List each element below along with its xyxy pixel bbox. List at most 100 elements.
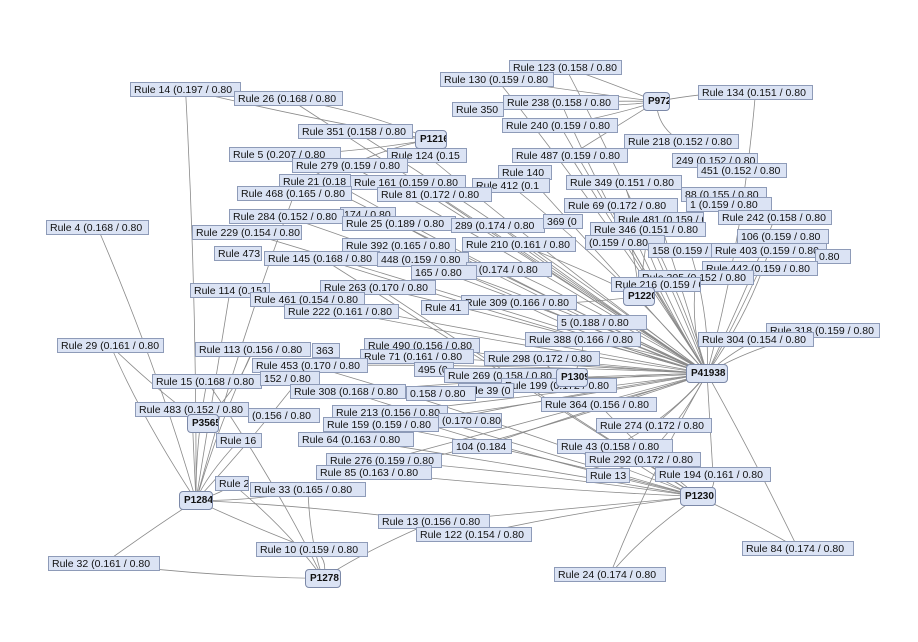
- rule-node-242[interactable]: Rule 242 (0.158 / 0.80: [718, 210, 832, 225]
- rule-node-7[interactable]: 7 (0.174 / 0.80: [466, 262, 552, 277]
- rule-node-69[interactable]: Rule 69 (0.172 / 0.80: [564, 198, 678, 213]
- rule-node-229[interactable]: Rule 229 (0.154 / 0.80: [192, 225, 302, 240]
- edge-r4-to-p1284: [97, 227, 198, 502]
- rule-node-263[interactable]: Rule 263 (0.170 / 0.80: [320, 280, 436, 295]
- rule-node-363[interactable]: 363: [312, 343, 340, 358]
- rule-node-298[interactable]: Rule 298 (0.172 / 0.80: [484, 351, 600, 366]
- rule-node-140[interactable]: Rule 140: [498, 165, 552, 180]
- rule-node-152[interactable]: 152 / 0.80: [260, 371, 320, 386]
- rule-node-388[interactable]: Rule 388 (0.166 / 0.80: [525, 332, 641, 347]
- rule-node-292[interactable]: Rule 292 (0.172 / 0.80: [585, 452, 701, 467]
- rule-node-85[interactable]: Rule 85 (0.163 / 0.80: [316, 465, 432, 480]
- edge-r114-to-p1284: [194, 290, 231, 502]
- rule-node-64[interactable]: Rule 64 (0.163 / 0.80: [298, 432, 414, 447]
- rule-node-473[interactable]: Rule 473: [214, 246, 262, 261]
- rule-node-274[interactable]: Rule 274 (0.172 / 0.80: [596, 418, 712, 433]
- rule-node-448[interactable]: 448 (0.159 / 0.80: [377, 252, 469, 267]
- rule-node-10[interactable]: Rule 10 (0.159 / 0.80: [256, 542, 368, 557]
- rule-node-159a[interactable]: (0.159 / 0.80: [585, 235, 665, 250]
- rule-node-240[interactable]: Rule 240 (0.159 / 0.80: [502, 118, 618, 133]
- rule-node-24[interactable]: Rule 24 (0.174 / 0.80: [554, 567, 666, 582]
- rule-node-71[interactable]: Rule 71 (0.161 / 0.80: [360, 349, 474, 364]
- rule-node-14[interactable]: Rule 14 (0.197 / 0.80: [130, 82, 241, 97]
- rule-node-170[interactable]: (0.170 / 0.80: [438, 413, 502, 428]
- target-node-p1309[interactable]: P1309: [556, 368, 588, 387]
- rule-node-29[interactable]: Rule 29 (0.161 / 0.80: [57, 338, 164, 353]
- rule-node-104[interactable]: 104 (0.184: [452, 439, 512, 454]
- edge-r2-to-p1278: [231, 483, 324, 579]
- edge-r84-to-p41938: [706, 373, 799, 549]
- rule-node-468[interactable]: Rule 468 (0.165 / 0.80: [237, 186, 352, 201]
- rule-node-483[interactable]: Rule 483 (0.152 / 0.80: [135, 402, 249, 417]
- rule-node-276[interactable]: Rule 276 (0.159 / 0.80: [326, 453, 442, 468]
- rule-node-194[interactable]: Rule 194 (0.161 / 0.80: [655, 467, 771, 482]
- rule-node-238[interactable]: Rule 238 (0.158 / 0.80: [503, 95, 619, 110]
- rule-node-2[interactable]: Rule 2: [215, 476, 249, 491]
- rule-node-403[interactable]: Rule 403 (0.159 / 0.80: [711, 243, 827, 258]
- rule-node-349[interactable]: Rule 349 (0.151 / 0.80: [566, 175, 682, 190]
- rule-node-080[interactable]: 0.80: [815, 249, 851, 264]
- rule-node-113[interactable]: Rule 113 (0.156 / 0.80: [195, 342, 311, 357]
- rule-node-309[interactable]: Rule 309 (0.166 / 0.80: [461, 295, 577, 310]
- rule-node-41[interactable]: Rule 41: [421, 300, 469, 315]
- rule-node-33[interactable]: Rule 33 (0.165 / 0.80: [250, 482, 366, 497]
- rule-node-5b[interactable]: 5 (0.188 / 0.80: [557, 315, 647, 330]
- rule-node-26[interactable]: Rule 26 (0.168 / 0.80: [234, 91, 343, 106]
- rule-node-13[interactable]: Rule 13 (0.156 / 0.80: [378, 514, 490, 529]
- rule-node-210[interactable]: Rule 210 (0.161 / 0.80: [462, 237, 576, 252]
- rule-node-84[interactable]: Rule 84 (0.174 / 0.80: [742, 541, 854, 556]
- rule-node-364[interactable]: Rule 364 (0.156 / 0.80: [541, 397, 657, 412]
- rule-node-350[interactable]: Rule 350: [452, 102, 504, 117]
- edge-r33-to-p1278: [307, 489, 324, 580]
- rule-node-284[interactable]: Rule 284 (0.152 / 0.80: [229, 209, 344, 224]
- rule-node-222[interactable]: Rule 222 (0.161 / 0.80: [284, 304, 399, 319]
- rule-node-81[interactable]: Rule 81 (0.172 / 0.80: [377, 187, 492, 202]
- edge-r284-to-p41938: [286, 216, 708, 375]
- rule-node-218[interactable]: Rule 218 (0.152 / 0.80: [624, 134, 739, 149]
- rule-node-16[interactable]: Rule 16: [216, 433, 262, 448]
- rule-node-158b[interactable]: 0.158 / 0.80: [406, 386, 476, 401]
- rule-node-392[interactable]: Rule 392 (0.165 / 0.80: [342, 238, 456, 253]
- rule-node-25[interactable]: Rule 25 (0.189 / 0.80: [342, 216, 456, 231]
- target-node-p972[interactable]: P972: [643, 92, 670, 111]
- rule-node-161[interactable]: Rule 161 (0.159 / 0.80: [350, 175, 466, 190]
- edge-r442-to-p41938: [706, 268, 761, 374]
- rule-node-4[interactable]: Rule 4 (0.168 / 0.80: [46, 220, 149, 235]
- rule-node-289[interactable]: 289 (0.174 / 0.80: [451, 218, 545, 233]
- rule-node-351[interactable]: Rule 351 (0.158 / 0.80: [298, 124, 413, 139]
- rule-node-122[interactable]: Rule 122 (0.154 / 0.80: [416, 527, 532, 542]
- target-node-p3565[interactable]: P3565: [187, 414, 219, 433]
- target-node-p1284[interactable]: P1284: [179, 491, 213, 510]
- rule-node-106[interactable]: 106 (0.159 / 0.80: [737, 229, 829, 244]
- target-node-p41938[interactable]: P41938: [686, 364, 728, 383]
- edge-r453-to-p1230: [309, 365, 699, 498]
- edge-r24-to-p1230: [609, 496, 699, 575]
- rule-node-156[interactable]: (0.156 / 0.80: [248, 408, 320, 423]
- rule-node-308[interactable]: Rule 308 (0.168 / 0.80: [290, 384, 406, 399]
- rule-node-123[interactable]: Rule 123 (0.158 / 0.80: [509, 60, 622, 75]
- rule-node-134[interactable]: Rule 134 (0.151 / 0.80: [698, 85, 813, 100]
- rule-node-304[interactable]: Rule 304 (0.154 / 0.80: [698, 332, 814, 347]
- rule-node-43[interactable]: Rule 43 (0.158 / 0.80: [557, 439, 673, 454]
- rule-node-369[interactable]: 369 (0: [543, 214, 583, 229]
- edge-r276-to-p41938: [383, 372, 708, 461]
- rule-node-130[interactable]: Rule 130 (0.159 / 0.80: [440, 72, 554, 87]
- edge-r159-to-p1230: [380, 424, 699, 498]
- rule-node-15[interactable]: Rule 15 (0.168 / 0.80: [152, 374, 262, 389]
- rule-node-487[interactable]: Rule 487 (0.159 / 0.80: [512, 148, 628, 163]
- rule-node-451[interactable]: 451 (0.152 / 0.80: [697, 163, 787, 178]
- rule-node-279[interactable]: Rule 279 (0.159 / 0.80: [292, 158, 408, 173]
- rule-node-159[interactable]: Rule 159 (0.159 / 0.80: [323, 417, 439, 432]
- rule-node-165[interactable]: 165 / 0.80: [411, 265, 477, 280]
- rule-node-32[interactable]: Rule 32 (0.161 / 0.80: [48, 556, 160, 571]
- rule-node-461[interactable]: Rule 461 (0.154 / 0.80: [250, 292, 365, 307]
- target-node-p1216[interactable]: P1216: [415, 130, 447, 149]
- edge-r15-to-p1284: [193, 381, 208, 502]
- rule-node-13x[interactable]: Rule 13: [586, 468, 630, 483]
- edge-r29-to-p1284: [110, 345, 197, 501]
- target-node-p1230[interactable]: P1230: [680, 487, 716, 506]
- rule-node-145[interactable]: Rule 145 (0.168 / 0.80: [264, 251, 380, 266]
- target-node-p1278[interactable]: P1278: [305, 569, 341, 588]
- target-node-p1220[interactable]: P1220: [623, 287, 655, 306]
